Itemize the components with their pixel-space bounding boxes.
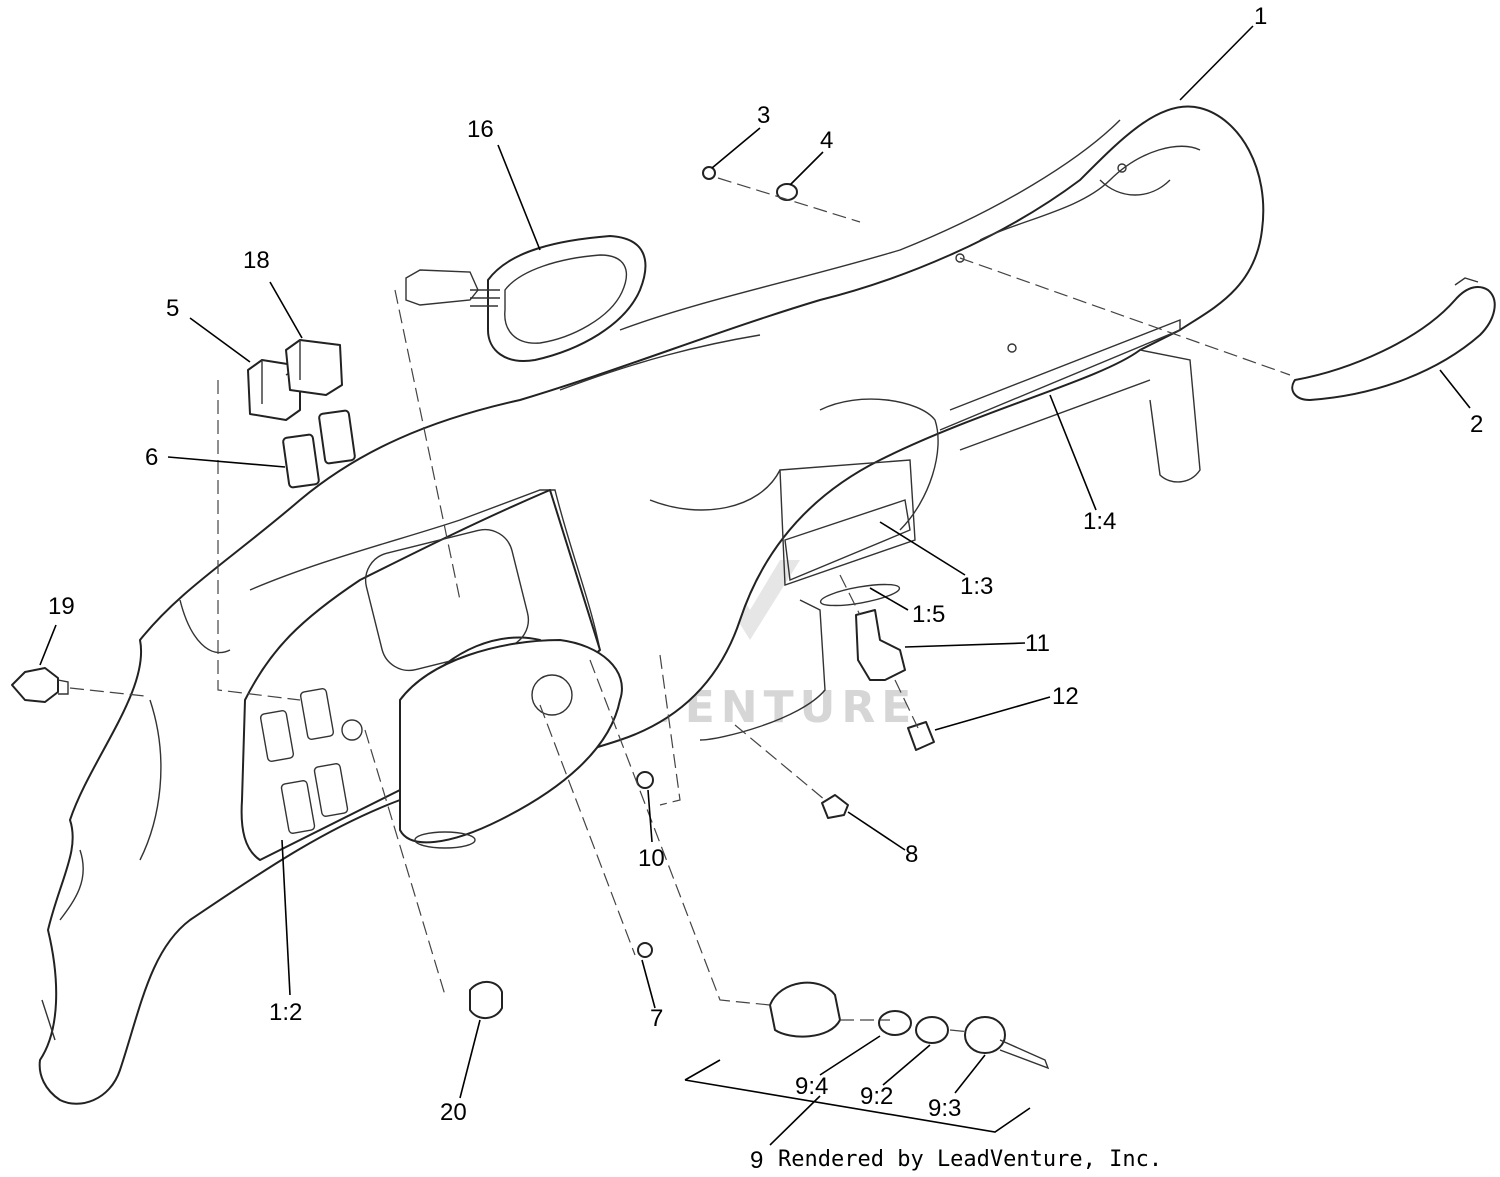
push-button: [469, 981, 503, 1019]
callout-10: 10: [638, 845, 665, 872]
nut-10: [636, 771, 654, 789]
callout-18: 18: [243, 247, 270, 274]
leader-lines: [39, 25, 1471, 1146]
credit-text: Rendered by LeadVenture, Inc.: [778, 1147, 1162, 1172]
callout-16: 16: [467, 116, 494, 143]
key-switch-assembly: [769, 981, 1050, 1070]
callout-1-3: 1:3: [960, 573, 993, 600]
callout-3: 3: [757, 102, 770, 129]
callout-labels: 1 2 3 4 5 6 7 8 9 10 11 12 16 18 19 20 1…: [48, 3, 1483, 1174]
callout-9: 9: [750, 1147, 763, 1174]
callout-12: 12: [1052, 683, 1079, 710]
power-port: [855, 609, 906, 681]
callout-9-3: 9:3: [928, 1095, 961, 1122]
port-cap: [907, 721, 935, 751]
callout-20: 20: [440, 1099, 467, 1126]
grab-handle: [1291, 286, 1496, 401]
callout-4: 4: [820, 127, 833, 154]
assembly-lines: [69, 177, 1291, 1033]
callout-6: 6: [145, 444, 158, 471]
screw-7: [637, 942, 653, 958]
callout-1-4: 1:4: [1083, 508, 1116, 535]
callout-1: 1: [1254, 3, 1267, 30]
nut-3: [702, 166, 716, 180]
callout-7: 7: [650, 1005, 663, 1032]
rocker-switches: [247, 339, 356, 489]
callout-9-4: 9:4: [795, 1073, 828, 1100]
callout-5: 5: [166, 295, 179, 322]
callout-1-2: 1:2: [269, 999, 302, 1026]
callout-19: 19: [48, 593, 75, 620]
callout-1-5: 1:5: [912, 601, 945, 628]
dash-panel: [38, 105, 1265, 1105]
callout-2: 2: [1470, 411, 1483, 438]
callout-8: 8: [905, 841, 918, 868]
lamp-socket: [11, 667, 59, 703]
callout-11: 11: [1025, 630, 1050, 657]
display-module: [405, 235, 647, 362]
callout-9-2: 9:2: [860, 1083, 893, 1110]
screw-8: [821, 794, 849, 819]
